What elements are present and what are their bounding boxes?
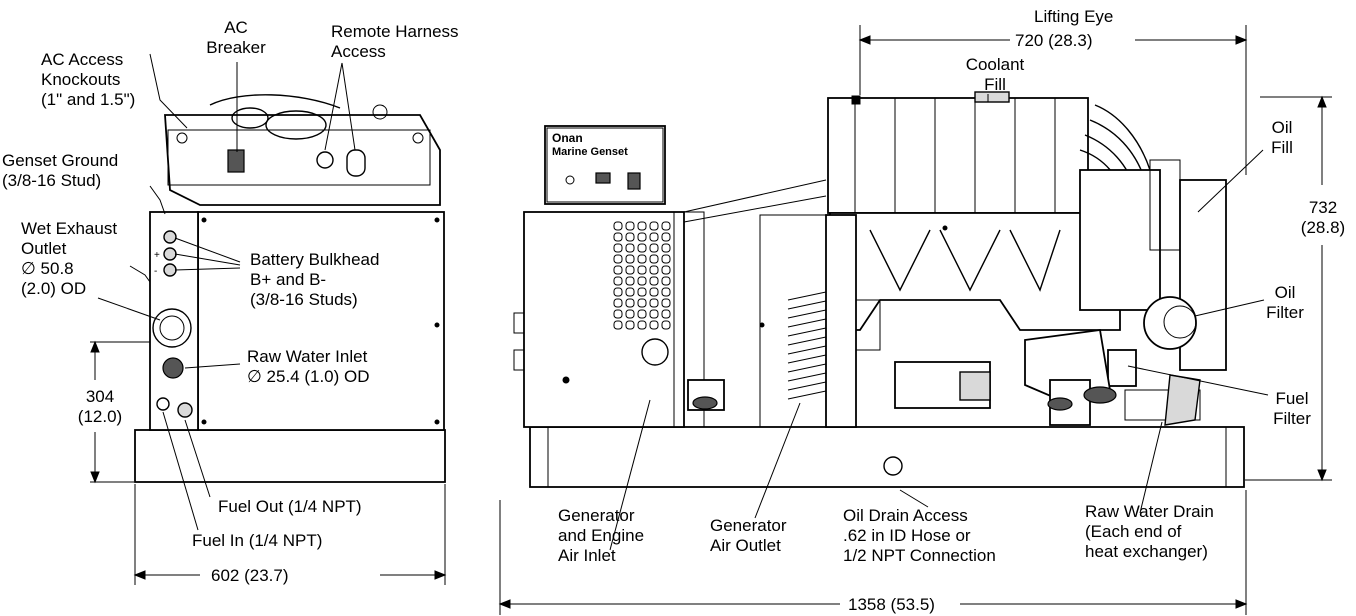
vent-slot bbox=[661, 232, 671, 242]
vent-slot bbox=[661, 221, 671, 231]
vent-slot bbox=[625, 320, 635, 330]
side-view bbox=[498, 25, 1332, 615]
label-ac-access-knockouts: AC Access Knockouts (1" and 1.5") bbox=[41, 50, 136, 109]
label-dim-304: 304 (12.0) bbox=[77, 387, 123, 426]
vent-slot bbox=[637, 243, 647, 253]
cooling-fin bbox=[787, 291, 827, 301]
vent-slot bbox=[613, 309, 623, 319]
vent-slot bbox=[649, 309, 659, 319]
label-battery-bulkhead: Battery Bulkhead B+ and B- (3/8-16 Studs… bbox=[250, 250, 380, 309]
vent-slot bbox=[613, 232, 623, 242]
vent-slot bbox=[637, 287, 647, 297]
vent-slot bbox=[661, 243, 671, 253]
vent-slot bbox=[649, 287, 659, 297]
vent-slot bbox=[661, 276, 671, 286]
vent-slot bbox=[625, 243, 635, 253]
vent-slot bbox=[649, 320, 659, 330]
vent-slot bbox=[625, 309, 635, 319]
vent-slot bbox=[637, 298, 647, 308]
label-dim-732: 732 (28.8) bbox=[1300, 198, 1346, 237]
vent-slot bbox=[661, 320, 671, 330]
vent-slot bbox=[661, 265, 671, 275]
vent-slot bbox=[649, 254, 659, 264]
vent-slot bbox=[637, 320, 647, 330]
vent-slot bbox=[649, 276, 659, 286]
label-remote-harness-access: Remote Harness Access bbox=[331, 22, 459, 61]
vent-slot bbox=[661, 309, 671, 319]
cooling-fin bbox=[787, 300, 827, 310]
label-oil-fill: Oil Fill bbox=[1271, 118, 1293, 157]
vent-slot bbox=[661, 298, 671, 308]
cooling-fin bbox=[787, 372, 827, 382]
vent-slot bbox=[625, 221, 635, 231]
end-view: + - bbox=[90, 53, 447, 585]
cooling-fin bbox=[787, 309, 827, 319]
label-fuel-in: Fuel In (1/4 NPT) bbox=[192, 531, 323, 550]
vent-slot bbox=[649, 221, 659, 231]
cooling-fin bbox=[787, 381, 827, 391]
label-generator-air-outlet: Generator Air Outlet bbox=[710, 516, 787, 555]
vent-slot bbox=[649, 298, 659, 308]
label-lifting-eye: Lifting Eye bbox=[1034, 7, 1114, 26]
label-dim-602: 602 (23.7) bbox=[211, 566, 289, 585]
label-genset-ground: Genset Ground (3/8-16 Stud) bbox=[2, 151, 119, 190]
vent-slot bbox=[649, 265, 659, 275]
cooling-fin bbox=[787, 336, 827, 346]
vent-slot bbox=[613, 254, 623, 264]
vent-slot bbox=[637, 232, 647, 242]
label-generator-engine-air-inlet: Generator and Engine Air Inlet bbox=[558, 506, 645, 565]
label-coolant-fill: Coolant Fill bbox=[965, 55, 1025, 94]
label-oil-filter: Oil Filter bbox=[1266, 283, 1304, 322]
svg-text:-: - bbox=[154, 266, 157, 277]
vent-slot bbox=[625, 298, 635, 308]
control-box-brand: Onan bbox=[552, 131, 583, 145]
vent-slot bbox=[613, 298, 623, 308]
vent-slot bbox=[613, 265, 623, 275]
label-wet-exhaust-outlet: Wet Exhaust Outlet ∅ 50.8 (2.0) OD bbox=[21, 219, 118, 298]
vent-slot bbox=[637, 265, 647, 275]
label-fuel-filter: Fuel Filter bbox=[1273, 389, 1311, 428]
cooling-fin bbox=[787, 345, 827, 355]
control-box-title: Marine Genset bbox=[552, 146, 628, 158]
cooling-fin bbox=[787, 363, 827, 373]
label-fuel-out: Fuel Out (1/4 NPT) bbox=[218, 497, 362, 516]
vent-slot bbox=[649, 243, 659, 253]
vent-slot bbox=[625, 287, 635, 297]
svg-text:+: + bbox=[154, 250, 160, 261]
vent-slot bbox=[625, 265, 635, 275]
cooling-fin bbox=[787, 390, 827, 400]
vent-slot bbox=[613, 320, 623, 330]
label-dim-1358: 1358 (53.5) bbox=[848, 595, 935, 614]
vent-slot bbox=[637, 221, 647, 231]
cooling-fin bbox=[787, 318, 827, 328]
vent-slot bbox=[649, 232, 659, 242]
vent-slot bbox=[613, 276, 623, 286]
vent-slot bbox=[661, 287, 671, 297]
vent-slot bbox=[661, 254, 671, 264]
vent-slot bbox=[625, 254, 635, 264]
vent-slot bbox=[625, 276, 635, 286]
vent-slot bbox=[613, 287, 623, 297]
vent-slot bbox=[613, 243, 623, 253]
vent-slot bbox=[613, 221, 623, 231]
vent-slot bbox=[637, 254, 647, 264]
label-oil-drain-access: Oil Drain Access .62 in ID Hose or 1/2 N… bbox=[843, 506, 996, 565]
label-dim-720: 720 (28.3) bbox=[1015, 31, 1093, 50]
vent-slot bbox=[637, 309, 647, 319]
cooling-fin bbox=[787, 354, 827, 364]
vent-slot bbox=[637, 276, 647, 286]
label-ac-breaker: AC Breaker bbox=[206, 18, 266, 57]
label-raw-water-inlet: Raw Water Inlet ∅ 25.4 (1.0) OD bbox=[247, 347, 370, 386]
cooling-fin bbox=[787, 327, 827, 337]
vent-slot bbox=[625, 232, 635, 242]
label-raw-water-drain: Raw Water Drain (Each end of heat exchan… bbox=[1085, 502, 1214, 561]
